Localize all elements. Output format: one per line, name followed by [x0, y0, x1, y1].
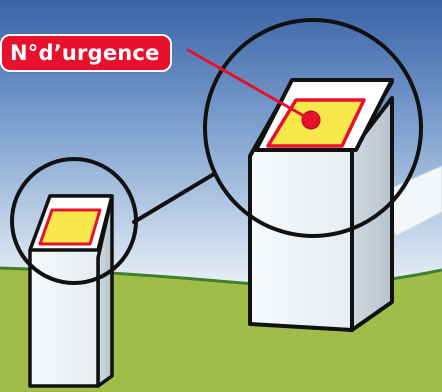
- small-kiosk-screen: [40, 210, 100, 244]
- large-kiosk: [250, 80, 392, 330]
- small-kiosk: [30, 196, 112, 386]
- emergency-number-badge: N°d’urgence: [0, 34, 172, 72]
- emergency-number-label: N°d’urgence: [10, 43, 160, 64]
